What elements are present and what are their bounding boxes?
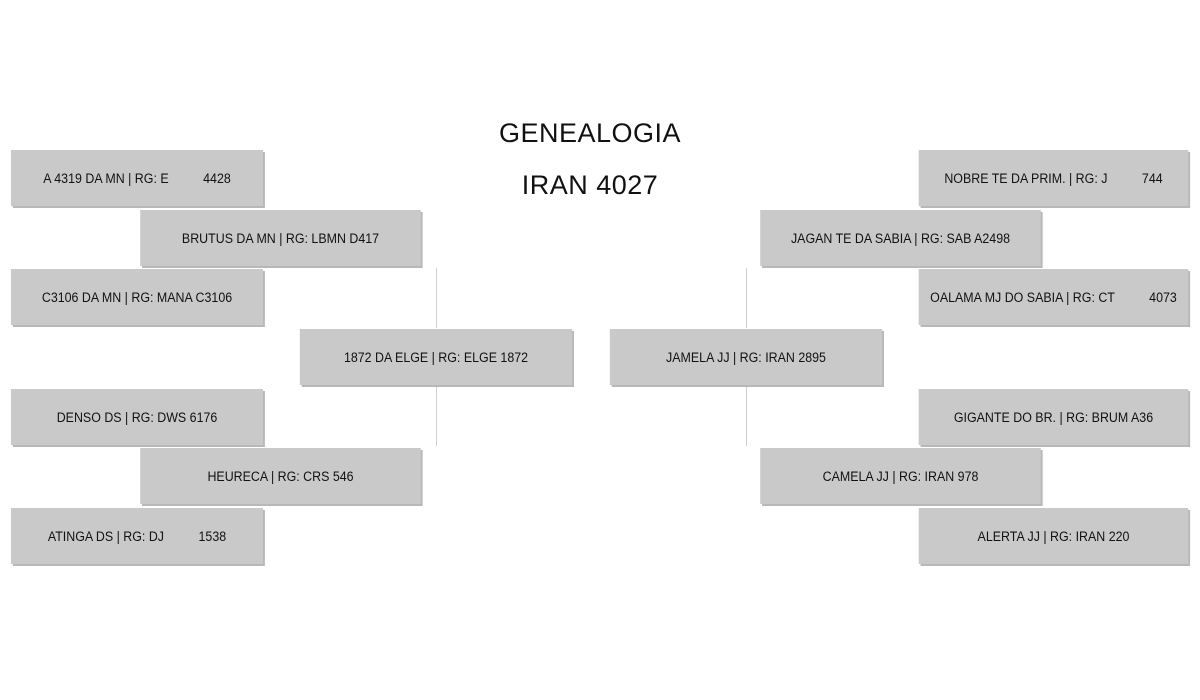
maternal-granddam-box: CAMELA JJ | RG: IRAN 978 (760, 448, 1041, 504)
animal-name-title: IRAN 4027 (521, 170, 659, 200)
dam-box: JAMELA JJ | RG: IRAN 2895 (609, 329, 883, 385)
great-grandsire-box: A 4319 DA MN | RG: E 4428 (10, 150, 264, 206)
maternal-grandsire-box: JAGAN TE DA SABIA | RG: SAB A2498 (760, 210, 1041, 266)
great-granddam-box: ATINGA DS | RG: DJ 1538 (10, 508, 264, 564)
connector-line (436, 268, 437, 328)
great-grandsire-box: GIGANTE DO BR. | RG: BRUM A36 (918, 389, 1189, 445)
great-granddam-box: OALAMA MJ DO SABIA | RG: CT 4073 (918, 269, 1189, 325)
paternal-granddam-box: HEURECA | RG: CRS 546 (140, 448, 421, 504)
great-grandsire-box: DENSO DS | RG: DWS 6176 (10, 389, 264, 445)
page-title: GENEALOGIA (498, 118, 682, 148)
great-granddam-box: ALERTA JJ | RG: IRAN 220 (918, 508, 1189, 564)
great-grandsire-box: NOBRE TE DA PRIM. | RG: J 744 (918, 150, 1189, 206)
great-granddam-box: C3106 DA MN | RG: MANA C3106 (10, 269, 264, 325)
connector-line (436, 386, 437, 446)
paternal-grandsire-box: BRUTUS DA MN | RG: LBMN D417 (140, 210, 421, 266)
sire-box: 1872 DA ELGE | RG: ELGE 1872 (299, 329, 573, 385)
connector-line (746, 386, 747, 446)
connector-line (746, 268, 747, 328)
